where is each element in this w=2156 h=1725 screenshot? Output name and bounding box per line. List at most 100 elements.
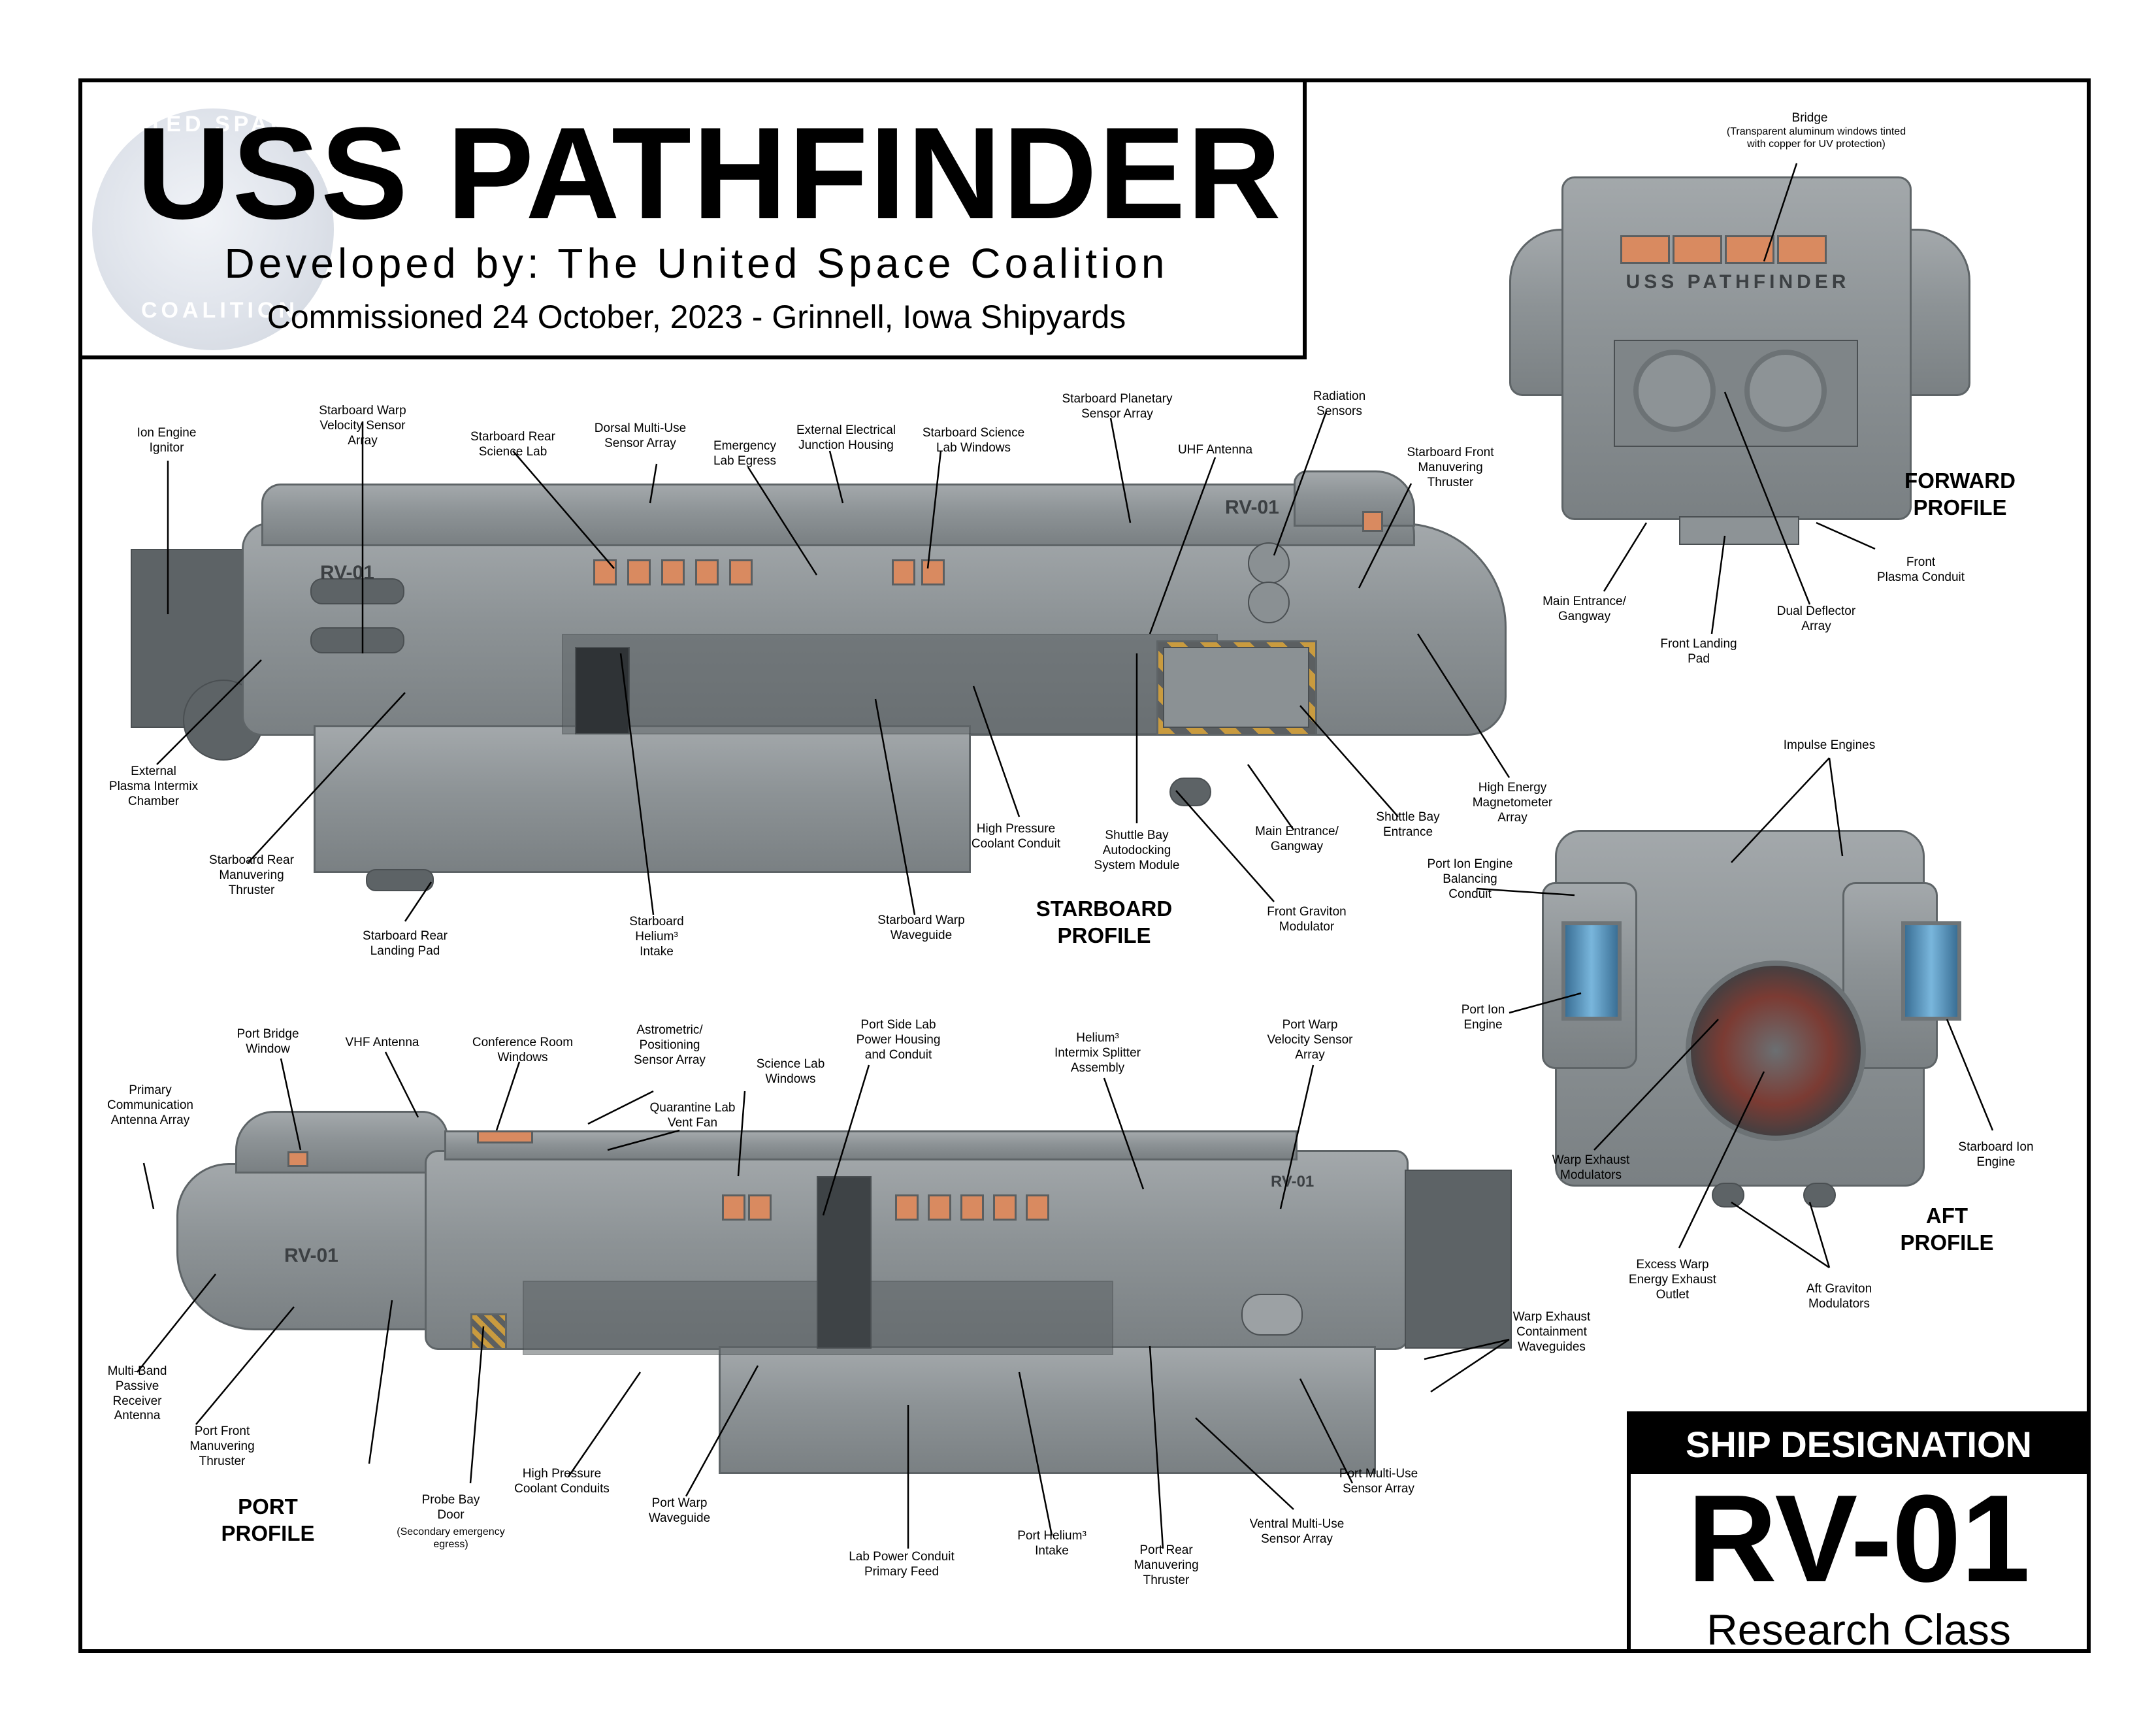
label-plasma-intermix-chamber: External Plasma Intermix Chamber xyxy=(108,764,199,808)
port-lower-hull xyxy=(719,1346,1376,1474)
port-bridge-window xyxy=(287,1151,308,1167)
ship-designation-box: SHIP DESIGNATION RV-01 Research Class xyxy=(1627,1411,2091,1654)
label-port-bridge-window: Port Bridge Window xyxy=(237,1027,299,1056)
label-radiation-sensors: Radiation Sensors xyxy=(1313,389,1366,418)
label-probe-bay-note: (Secondary emergency egress) xyxy=(397,1526,505,1551)
forward-deflector-left xyxy=(1633,350,1716,432)
forward-deflector-right xyxy=(1744,350,1827,432)
starboard-rear-lab-window xyxy=(695,559,719,585)
starboard-front-graviton xyxy=(1169,778,1211,806)
label-starboard-helium-intake: Starboard Helium³ Intake xyxy=(629,915,684,959)
port-registry-fore: RV-01 xyxy=(1271,1173,1315,1191)
starboard-lower-hull xyxy=(314,725,971,873)
ship-name-title: USS PATHFINDER xyxy=(137,101,1282,246)
label-starboard-main-entrance: Main Entrance/ Gangway xyxy=(1255,825,1339,853)
starboard-warp-velocity-sensor xyxy=(310,578,404,604)
port-science-lab-window xyxy=(1026,1194,1049,1221)
label-warp-exhaust-modulators: Warp Exhaust Modulators xyxy=(1552,1153,1630,1182)
port-science-lab-window xyxy=(722,1194,745,1221)
forward-hull-name: USS PATHFINDER xyxy=(1625,271,1850,293)
starboard-lab-cavity xyxy=(562,634,1218,734)
port-ion-engine-block xyxy=(1405,1170,1512,1349)
label-port-front-thruster: Port Front Manuvering Thruster xyxy=(189,1424,255,1468)
starboard-rear-lab-window xyxy=(627,559,651,585)
starboard-radiation-sensor-2 xyxy=(1248,582,1290,623)
label-conference-room-windows: Conference Room Windows xyxy=(472,1036,574,1064)
label-starboard-planetary-sensor: Starboard Planetary Sensor Array xyxy=(1062,392,1173,421)
forward-bridge-window xyxy=(1673,235,1722,264)
starboard-helium-intake xyxy=(575,647,630,734)
label-uhf-antenna: UHF Antenna xyxy=(1177,443,1253,457)
port-registry-aft: RV-01 xyxy=(284,1245,338,1266)
starboard-rear-landing-pad xyxy=(366,869,434,891)
forward-bridge-window xyxy=(1777,235,1827,264)
label-front-plasma-conduit: Front Plasma Conduit xyxy=(1876,555,1965,584)
label-starboard-rear-science-lab: Starboard Rear Science Lab xyxy=(470,430,555,459)
label-exhaust-containment-waveguides: Warp Exhaust Containment Waveguides xyxy=(1512,1310,1591,1354)
section-forward-profile: FORWARD PROFILE xyxy=(1904,468,2016,520)
label-port-science-lab-windows: Science Lab Windows xyxy=(756,1057,825,1086)
forward-bridge-window xyxy=(1620,235,1670,264)
label-quarantine-vent-fan: Quarantine Lab Vent Fan xyxy=(649,1101,736,1130)
port-science-lab-window xyxy=(960,1194,984,1221)
port-dorsal-hull xyxy=(444,1130,1298,1160)
seal-text-top: UNITED SPACE xyxy=(99,112,310,137)
label-starboard-warp-velocity-sensor: Starboard Warp Velocity Sensor Array xyxy=(319,404,406,448)
starboard-rear-lab-window xyxy=(661,559,685,585)
section-starboard-profile: STARBOARD PROFILE xyxy=(1036,896,1173,948)
starboard-shuttle-bay-panel xyxy=(1163,647,1309,728)
starboard-registry-aft: RV-01 xyxy=(320,562,374,583)
aft-graviton-modulator xyxy=(1803,1183,1836,1208)
designation-heading: SHIP DESIGNATION xyxy=(1631,1415,2087,1474)
title-block: UNITED SPACE COALITION USS PATHFINDER De… xyxy=(78,78,1307,359)
label-astrometric-sensor: Astrometric/ Positioning Sensor Array xyxy=(634,1023,706,1067)
label-impulse-engines: Impulse Engines xyxy=(1783,738,1876,752)
port-science-lab-window xyxy=(748,1194,772,1221)
starboard-bridge-window xyxy=(1362,511,1383,532)
starboard-radiation-sensor xyxy=(1248,542,1290,584)
label-port-helium-intake: Port Helium³ Intake xyxy=(1017,1529,1086,1558)
label-electrical-junction-housing: External Electrical Junction Housing xyxy=(796,423,896,452)
starboard-rear-lab-window xyxy=(729,559,753,585)
forward-bridge-window xyxy=(1725,235,1774,264)
label-bridge: Bridge xyxy=(1791,111,1828,125)
label-magnetometer-array: High Energy Magnetometer Array xyxy=(1472,781,1553,825)
label-starboard-front-thruster: Starboard Front Manuvering Thruster xyxy=(1407,446,1494,489)
port-lab-power-housing xyxy=(817,1176,872,1349)
label-shuttle-autodocking-module: Shuttle Bay Autodocking System Module xyxy=(1094,829,1180,872)
label-probe-bay-door: Probe Bay Door xyxy=(421,1493,480,1522)
developer-line: Developed by: The United Space Coalition xyxy=(224,240,1169,287)
label-dual-deflector-array: Dual Deflector Array xyxy=(1776,604,1856,633)
label-dorsal-sensor-array: Dorsal Multi-Use Sensor Array xyxy=(594,421,687,450)
port-science-lab-window xyxy=(895,1194,919,1221)
designation-class: Research Class xyxy=(1707,1605,2011,1654)
port-multi-use-sensor xyxy=(1241,1294,1303,1336)
label-emergency-lab-egress: Emergency Lab Egress xyxy=(713,439,777,468)
commission-line: Commissioned 24 October, 2023 - Grinnell… xyxy=(267,299,1126,335)
label-front-graviton-modulator: Front Graviton Modulator xyxy=(1267,905,1347,934)
starboard-science-lab-window xyxy=(921,559,945,585)
label-helium-splitter-assembly: Helium³ Intermix Splitter Assembly xyxy=(1054,1031,1141,1075)
label-port-ion-balancing-conduit: Port Ion Engine Balancing Conduit xyxy=(1427,857,1513,901)
label-port-ion-engine: Port Ion Engine xyxy=(1461,1003,1505,1032)
label-starboard-rear-thruster: Starboard Rear Manuvering Thruster xyxy=(209,853,294,897)
label-passive-receiver-antenna: Multi-Band Passive Receiver Antenna xyxy=(107,1364,167,1423)
designation-code: RV-01 xyxy=(1687,1470,2031,1608)
label-starboard-ion-engine: Starboard Ion Engine xyxy=(1958,1140,2034,1169)
label-lab-power-housing: Port Side Lab Power Housing and Conduit xyxy=(856,1018,941,1062)
label-starboard-rear-landing-pad: Starboard Rear Landing Pad xyxy=(363,929,448,958)
label-starboard-science-lab-windows: Starboard Science Lab Windows xyxy=(922,426,1025,455)
port-science-lab-window xyxy=(928,1194,951,1221)
aft-warp-exhaust-outlet xyxy=(1686,961,1866,1141)
port-science-lab-window xyxy=(993,1194,1017,1221)
label-port-warp-waveguide: Port Warp Waveguide xyxy=(648,1496,711,1525)
label-aft-graviton-modulators: Aft Graviton Modulators xyxy=(1806,1282,1872,1311)
aft-starboard-ion-engine xyxy=(1901,921,1961,1021)
label-starboard-warp-waveguide: Starboard Warp Waveguide xyxy=(877,913,965,942)
label-port-rear-thruster: Port Rear Manuvering Thruster xyxy=(1134,1543,1199,1587)
coalition-seal xyxy=(92,108,334,350)
starboard-registry-fore: RV-01 xyxy=(1225,497,1279,518)
label-forward-main-entrance: Main Entrance/ Gangway xyxy=(1543,595,1626,623)
label-lab-power-primary-feed: Lab Power Conduit Primary Feed xyxy=(849,1550,955,1579)
seal-text-bottom: COALITION xyxy=(141,298,299,323)
